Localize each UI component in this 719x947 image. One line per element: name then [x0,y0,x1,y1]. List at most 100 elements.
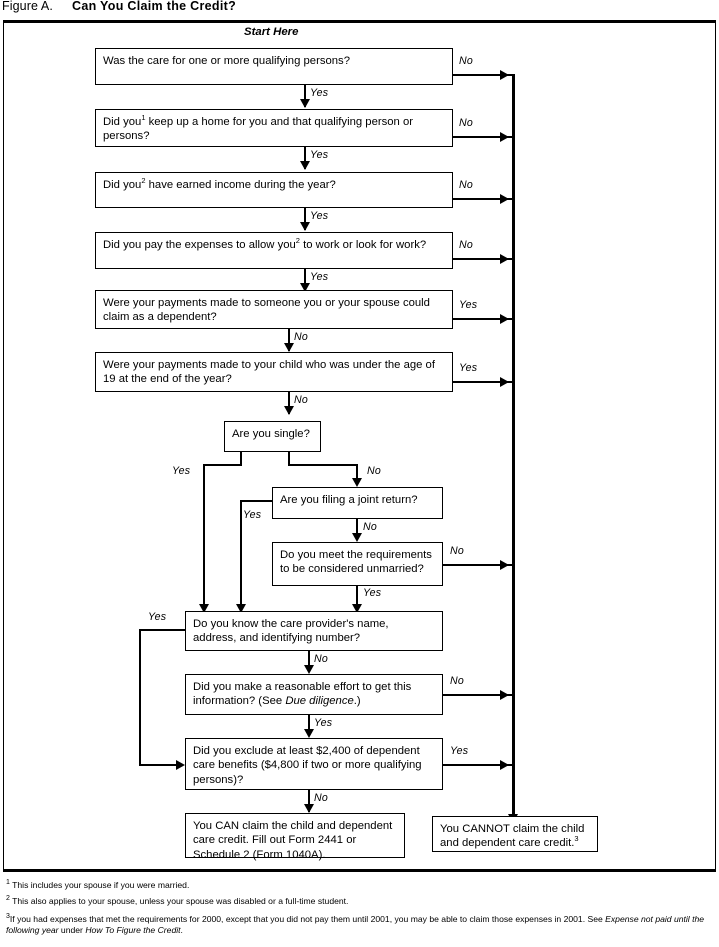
node-result-can: You CAN claim the child and dependent ca… [185,813,405,861]
node-q11-text-b: .) [353,695,361,708]
node-q4-text-b: to work or look for work? [299,239,427,251]
edge-q3-yes-label: Yes [310,210,329,222]
edge-q10-yes-horiz2 [139,764,180,766]
edge-q10-yes-horiz [139,629,186,631]
edge-q11-no-label: No [450,675,464,687]
edge-q4-no-label: No [459,239,473,251]
edge-q5-yes-label: Yes [459,299,478,311]
edge-q5-no-arrow [284,343,294,352]
edge-q8-yes-vert [240,500,242,612]
node-q12: Did you exclude at least $2,400 of depen… [185,738,443,790]
edge-q7-yes-arrow [199,604,209,613]
edge-q8-yes-horiz [240,500,273,502]
node-result-cannot-footnote-ref: 3 [574,834,579,844]
footnote-1-marker: 1 [6,879,10,887]
edge-q5-yes-line [453,318,512,320]
edge-q12-no-arrow [304,804,314,813]
edge-q11-yes-label: Yes [314,717,333,729]
edge-q7-yes-horiz [203,464,242,466]
edge-q11-no-arrow [500,690,509,700]
node-q11-text-italic: Due diligence [285,695,354,708]
figure-title: Can You Claim the Credit? [72,0,236,13]
edge-q6-yes-label: Yes [459,362,478,374]
edge-q2-yes-line [304,147,306,169]
edge-q3-yes-arrow [300,222,310,231]
node-q2: Did you1 keep up a home for you and that… [95,109,453,147]
node-result-can-text: You CAN claim the child and dependent ca… [193,820,393,861]
edge-q12-yes-label: Yes [450,745,469,757]
edge-q12-yes-line [443,764,512,766]
edge-q10-yes-label: Yes [148,611,167,623]
edge-q3-yes-line [304,208,306,230]
edge-q10-yes-vert [139,629,141,765]
edge-q8-yes-label: Yes [243,509,262,521]
edge-q2-no-label: No [459,117,473,129]
edge-q9-yes-label: Yes [363,587,382,599]
edge-q5-yes-arrow [500,314,509,324]
edge-q1-no-label: No [459,55,473,67]
edge-q4-no-line [453,258,512,260]
edge-q2-no-line [453,136,512,138]
node-q2-footnote-ref: 1 [141,113,146,123]
edge-q8-yes-arrow [236,604,246,613]
edge-q7-no-arrow [352,478,362,487]
node-q9: Do you meet the requirements to be consi… [272,542,443,586]
node-result-cannot-text: You CANNOT claim the child and dependent… [440,823,585,850]
footnote-2: 2 This also applies to your spouse, unle… [6,895,706,907]
figure-label: Figure A. [2,0,53,13]
node-q6-text: Were your payments made to your child wh… [103,359,435,386]
edge-q4-yes-label: Yes [310,271,329,283]
edge-q6-no-line [288,392,290,414]
node-q7: Are you single? [224,421,321,452]
node-q4-text-a: Did you pay the expenses to allow you [103,239,296,251]
node-q4-footnote-ref: 2 [295,236,300,246]
footnote-3-marker: 3 [6,913,10,921]
start-here-label: Start Here [244,26,299,38]
edge-q11-yes-arrow [304,729,314,738]
edge-q9-yes-arrow [352,604,362,613]
node-q2-text-b: keep up a home for you and that qualifyi… [103,116,414,143]
edge-q7-no-label: No [367,465,381,477]
edge-q5-no-line [288,329,290,351]
edge-q9-no-arrow [500,560,509,570]
edge-q12-no-label: No [314,792,328,804]
collector-bus-line [512,74,515,820]
edge-q2-yes-arrow [300,161,310,170]
edge-q11-yes-line [308,715,310,736]
footnote-2-text: This also applies to your spouse, unless… [12,896,349,906]
edge-q2-no-arrow [500,132,509,142]
footnote-3-italic-1: Expense not paid until the following yea… [6,914,705,935]
edge-q7-no-horiz [288,464,358,466]
node-q8: Are you filing a joint return? [272,487,443,519]
edge-q1-no-arrow [500,70,509,80]
node-q1-text: Was the care for one or more qualifying … [103,55,350,67]
footnote-1-text: This includes your spouse if you were ma… [12,880,190,890]
edge-q7-no-vert [356,464,358,485]
node-q5-text: Were your payments made to someone you o… [103,297,430,324]
edge-q10-no-arrow [304,665,314,674]
edge-q8-no-label: No [363,521,377,533]
edge-q7-yes-vert [203,464,205,612]
node-q3-text-b: have earned income during the year? [145,179,336,191]
footnote-1: 1 This includes your spouse if you were … [6,879,706,891]
edge-q1-no-line [453,74,512,76]
edge-q7-yes-label: Yes [172,465,191,477]
edge-q3-no-label: No [459,179,473,191]
edge-q9-no-line [443,564,512,566]
footnote-3-text-mid: under [58,925,86,935]
edge-q3-no-arrow [500,194,509,204]
node-q10: Do you know the care provider's name, ad… [185,611,443,651]
node-q12-text: Did you exclude at least $2,400 of depen… [193,745,422,786]
edge-q12-no-line [308,790,310,812]
node-q10-text: Do you know the care provider's name, ad… [193,618,389,645]
edge-q2-yes-label: Yes [310,149,329,161]
edge-q12-yes-arrow [500,760,509,770]
node-q3-footnote-ref: 2 [141,176,146,186]
edge-q9-no-label: No [450,545,464,557]
edge-q5-no-label: No [294,331,308,343]
node-q3: Did you2 have earned income during the y… [95,172,453,208]
footnote-3-italic-2: How To Figure the Credit [85,925,181,935]
node-q11-text-a: Did you make a reasonable effort to get … [193,681,412,708]
edge-q6-no-label: No [294,394,308,406]
